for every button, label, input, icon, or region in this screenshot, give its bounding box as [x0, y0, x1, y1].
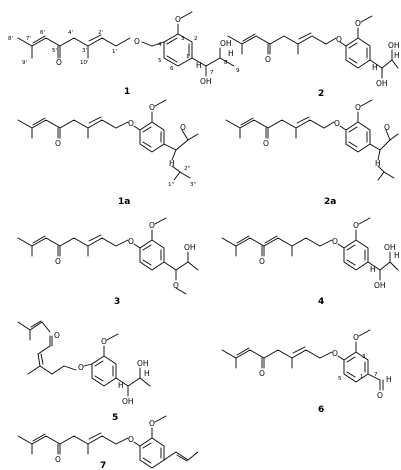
compound-label-1a: 1a [118, 197, 130, 207]
atom-o-ring-top: O [384, 123, 390, 132]
atom-o-ketone: O [263, 139, 269, 148]
num-1: 1 [360, 374, 364, 380]
atom-o-ether: O [128, 119, 134, 128]
compound-label-3: 3 [114, 297, 120, 307]
atom-h-7: H [372, 63, 378, 72]
atom-oh-8: OH [388, 41, 400, 50]
num-1: 1 [186, 54, 190, 60]
atom-oh-7: OH [122, 397, 134, 406]
atom-o-ketone: O [259, 369, 265, 378]
atom-o-ketone: O [265, 55, 271, 64]
num-4p: 4' [68, 30, 73, 36]
atom-o-ether: O [332, 349, 338, 358]
atom-h-8: H [228, 49, 234, 58]
compound-label-2: 2 [318, 89, 324, 99]
atom-h-7: H [118, 381, 124, 390]
compound-1a: O O O O H 2'' 1'' 3'' 1a [17, 99, 199, 207]
atom-oh-8: OH [184, 243, 196, 252]
atom-o-ring-bottom: H [375, 159, 381, 168]
atom-o-methoxy: O [355, 103, 361, 112]
num-8: 8 [224, 60, 228, 66]
atom-o-methoxy: O [149, 103, 155, 112]
num-2p: 2' [98, 30, 103, 36]
compound-label-4: 4 [318, 297, 324, 307]
atom-h-8: H [394, 251, 400, 260]
atom-o-methoxy: O [353, 333, 359, 342]
num-3: 3 [362, 354, 366, 360]
num-9: 9 [236, 68, 240, 74]
atom-o-ketone: O [54, 331, 60, 340]
atom-o-ether: O [128, 435, 134, 444]
compound-4: O O O OH OH H H 4 [221, 217, 400, 307]
compound-label-2a: 2a [324, 197, 336, 207]
num-2pp: 2'' [184, 166, 191, 172]
compound-2: O O O OH OH H H 2 [227, 15, 400, 99]
atom-o-ketone: O [259, 257, 265, 266]
num-4: 4 [158, 42, 162, 48]
num-3p: 3' [82, 48, 87, 54]
atom-o-methoxy: O [175, 15, 181, 24]
atom-oh-8: OH [384, 243, 396, 252]
atom-h-7: H [370, 265, 376, 274]
num-7p: 7' [26, 36, 31, 42]
atom-o-ketone: O [55, 139, 61, 148]
atom-o-ether: O [336, 35, 342, 44]
compound-label-7: 7 [100, 461, 106, 470]
compound-2a: O O O O H 2a [225, 99, 399, 207]
atom-oh-8: OH [137, 359, 149, 368]
atom-oh-7: OH [374, 281, 386, 290]
num-7: 7 [374, 372, 378, 378]
compound-5: O O O OH OH H H 5 [17, 320, 151, 423]
num-2: 2 [194, 36, 198, 42]
num-10p: 10' [80, 60, 89, 66]
atom-h-8: H [144, 369, 150, 378]
atom-h-7: H [196, 61, 202, 70]
compound-label-6: 6 [318, 405, 324, 415]
compound-1: O O O OH OH H H 8' 7' 6' 5' 4' 3' 2' 1' … [8, 11, 240, 97]
atom-o-methoxy: O [149, 221, 155, 230]
atom-o-ether: O [128, 237, 134, 246]
num-3pp: 3'' [190, 182, 197, 188]
atom-o-aldehyde: O [377, 391, 383, 400]
compound-6: O O O O H 3 1 5 7 6 [221, 329, 392, 415]
atom-oh-7: OH [376, 79, 388, 88]
num-3: 3 [181, 36, 185, 42]
num-1p: 1' [112, 49, 117, 55]
num-5p: 5' [52, 48, 57, 54]
atom-oh-8: OH [220, 39, 232, 48]
num-7: 7 [210, 70, 214, 76]
num-6p: 6' [40, 30, 45, 36]
atom-oh-7: OH [200, 77, 212, 86]
atom-o-methoxy: O [355, 19, 361, 28]
atom-h-aldehyde: H [386, 375, 392, 384]
num-8p: 8' [8, 36, 13, 42]
atom-o-ketone: O [55, 455, 61, 464]
compound-7: O O O 7 [17, 415, 199, 470]
atom-o-methoxy: O [101, 337, 107, 346]
num-5: 5 [338, 376, 342, 382]
atom-o-1p: O [134, 37, 140, 46]
atom-o-methoxy: O [149, 419, 155, 428]
compound-label-5: 5 [112, 413, 118, 423]
compound-3: O O O OH O 3 [17, 217, 199, 307]
num-1pp: 1'' [168, 182, 175, 188]
num-5: 5 [158, 58, 162, 64]
num-6: 6 [170, 66, 174, 72]
atom-o-methoxy: O [353, 221, 359, 230]
num-9p: 9' [22, 60, 27, 66]
atom-h-8: H [394, 51, 400, 60]
compound-label-1: 1 [124, 87, 130, 97]
atom-o-ether: O [78, 363, 84, 372]
atom-o-ether: O [334, 119, 340, 128]
atom-o-5p: O [56, 58, 62, 67]
atom-o-ring-bottom: H [169, 159, 175, 168]
atom-o-ketone: O [55, 257, 61, 266]
atom-o-ring-top: O [180, 123, 186, 132]
atom-o-methyl-ether: O [173, 281, 179, 290]
atom-o-ether: O [332, 237, 338, 246]
